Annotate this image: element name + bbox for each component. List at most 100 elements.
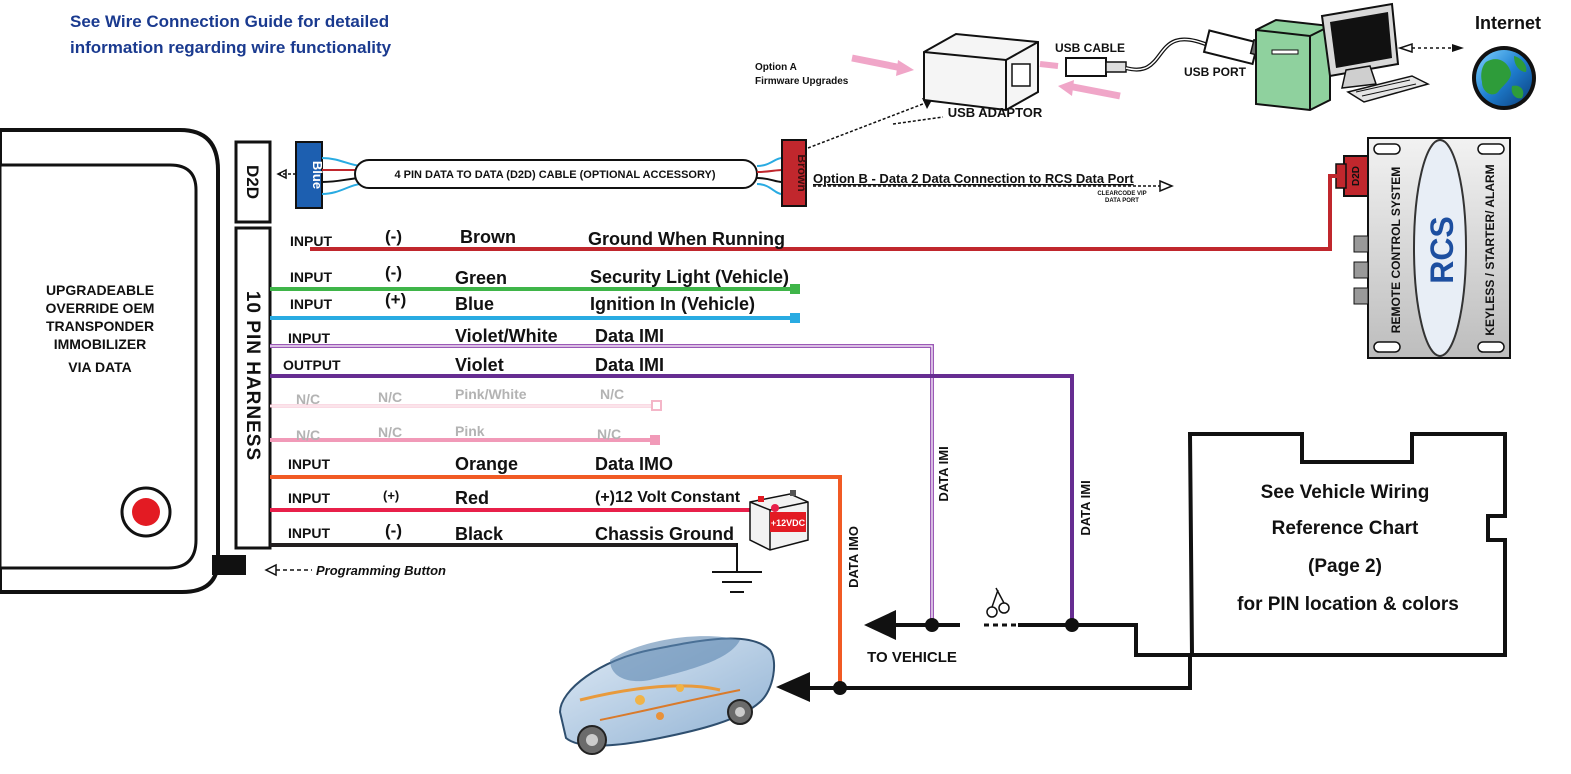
usb-adaptor: USB ADAPTOR bbox=[923, 32, 1043, 120]
wire-end-cap-2 bbox=[790, 284, 800, 294]
option-a-line1: Option A bbox=[755, 62, 797, 73]
wire-io-10: INPUT bbox=[288, 525, 330, 541]
option-b-label: Option B - Data 2 Data Connection to RCS… bbox=[813, 171, 1134, 186]
wire-color-6: Pink/White bbox=[455, 386, 527, 402]
reference-line2: Reference Chart bbox=[1272, 518, 1419, 539]
rcs-brand: REMOTE CONTROL SYSTEM bbox=[1389, 167, 1403, 333]
d2d-plug-blue-label: Blue bbox=[310, 161, 325, 189]
d2d-plug-blue bbox=[295, 141, 323, 209]
data-imo-label: DATA IMO bbox=[846, 526, 861, 588]
reference-box: See Vehicle Wiring Reference Chart (Page… bbox=[1187, 432, 1507, 657]
d2d-port-label: D2D bbox=[243, 165, 262, 199]
wire-function-1: Ground When Running bbox=[588, 229, 785, 249]
wire-io-1: INPUT bbox=[290, 233, 332, 249]
wire-polarity-6: N/C bbox=[378, 389, 402, 405]
wire-color-2: Green bbox=[455, 268, 507, 288]
wire-function-9: (+)12 Volt Constant bbox=[595, 489, 741, 506]
wire-io-4: INPUT bbox=[288, 330, 330, 346]
wire-io-5: OUTPUT bbox=[283, 357, 341, 373]
vehicle-arrow bbox=[776, 672, 810, 702]
wire-end-cap-3 bbox=[790, 313, 800, 323]
d2d-cable: Blue 4 PIN DATA TO DATA (D2D) CABLE (OPT… bbox=[276, 139, 809, 209]
battery-label: +12VDC bbox=[771, 518, 806, 528]
module-label-4: IMMOBILIZER bbox=[54, 336, 147, 352]
rcs-d2d-port: D2D bbox=[1335, 155, 1369, 197]
wire-color-4: Violet/White bbox=[455, 326, 558, 346]
wire-1 bbox=[310, 174, 1338, 251]
wire-io-6: N/C bbox=[296, 391, 320, 407]
usb-adaptor-label: USB ADAPTOR bbox=[948, 105, 1043, 120]
wire-polarity-2: (-) bbox=[385, 263, 402, 282]
wire-io-8: INPUT bbox=[288, 456, 330, 472]
harness-label: 10 PIN HARNESS bbox=[242, 291, 263, 461]
immobilizer-module: UPGRADEABLE OVERRIDE OEM TRANSPONDER IMM… bbox=[0, 128, 246, 594]
wire-color-9: Red bbox=[455, 488, 489, 508]
to-vehicle-label: TO VEHICLE bbox=[867, 649, 957, 666]
usb-port-label: USB PORT bbox=[1184, 65, 1247, 79]
module-label-2: OVERRIDE OEM bbox=[46, 300, 155, 316]
wire-function-2: Security Light (Vehicle) bbox=[590, 267, 789, 287]
programming-button-label: Programming Button bbox=[316, 563, 446, 578]
data-imi-label-1: DATA IMI bbox=[936, 446, 951, 501]
vehicle-wire-2 bbox=[1018, 623, 1192, 657]
rcs-module: RCS REMOTE CONTROL SYSTEM KEYLESS / STAR… bbox=[1353, 137, 1511, 359]
wire-color-3: Blue bbox=[455, 294, 494, 314]
clearcode-label-2: DATA PORT bbox=[1105, 198, 1139, 204]
wire-5 bbox=[270, 374, 1074, 626]
wire-polarity-9: (+) bbox=[383, 488, 399, 503]
wire-function-8: Data IMO bbox=[595, 454, 673, 474]
usb-cable-label: USB CABLE bbox=[1055, 41, 1125, 55]
module-label-5: VIA DATA bbox=[68, 359, 132, 375]
usb-plug-b bbox=[1065, 57, 1127, 77]
wire-io-9: INPUT bbox=[288, 490, 330, 506]
wire-color-8: Orange bbox=[455, 454, 518, 474]
wire-labels: INPUT (-) Brown Ground When Running INPU… bbox=[283, 227, 789, 544]
wire-end-cap-6 bbox=[651, 400, 662, 411]
wire-polarity-10: (-) bbox=[385, 521, 402, 540]
wire-io-3: INPUT bbox=[290, 296, 332, 312]
guide-note-line2: information regarding wire functionality bbox=[70, 38, 392, 57]
wire-polarity-7: N/C bbox=[378, 424, 402, 440]
cut-wire-icon bbox=[986, 587, 1010, 618]
rcs-features: KEYLESS / STARTER/ ALARM bbox=[1483, 164, 1497, 335]
to-vehicle-arrow bbox=[864, 610, 896, 640]
module-label-1: UPGRADEABLE bbox=[46, 282, 154, 298]
wire-8 bbox=[270, 475, 842, 688]
wire-polarity-1: (-) bbox=[385, 227, 402, 246]
wire-color-7: Pink bbox=[455, 423, 485, 439]
vehicle-wire-3 bbox=[810, 655, 1192, 690]
wire-function-3: Ignition In (Vehicle) bbox=[590, 294, 755, 314]
wire-4-stripe bbox=[270, 345, 933, 624]
wire-function-10: Chassis Ground bbox=[595, 524, 734, 544]
option-a-line2: Firmware Upgrades bbox=[755, 76, 849, 87]
junction-dot-1 bbox=[925, 618, 939, 632]
wire-function-6: N/C bbox=[600, 386, 624, 402]
internet-label: Internet bbox=[1475, 13, 1541, 33]
rcs-d2d-label: D2D bbox=[1351, 166, 1362, 186]
d2d-plug-brown-label: Brown bbox=[795, 154, 809, 191]
data-imi-label-2: DATA IMI bbox=[1078, 480, 1093, 535]
reference-line3: (Page 2) bbox=[1308, 556, 1382, 577]
computer bbox=[1255, 2, 1431, 112]
rcs-logo: RCS bbox=[1424, 216, 1460, 284]
module-label-3: TRANSPONDER bbox=[46, 318, 154, 334]
wire-function-5: Data IMI bbox=[595, 355, 664, 375]
wire-io-2: INPUT bbox=[290, 269, 332, 285]
d2d-cable-label: 4 PIN DATA TO DATA (D2D) CABLE (OPTIONAL… bbox=[394, 169, 715, 181]
wire-function-7: N/C bbox=[597, 426, 621, 442]
battery-icon: +12VDC bbox=[749, 490, 809, 551]
guide-note-line1: See Wire Connection Guide for detailed bbox=[70, 12, 389, 31]
wire-color-5: Violet bbox=[455, 355, 504, 375]
ground-icon bbox=[712, 543, 762, 593]
wire-function-4: Data IMI bbox=[595, 326, 664, 346]
wire-color-10: Black bbox=[455, 524, 504, 544]
wire-end-cap-7 bbox=[650, 435, 660, 445]
clearcode-label-1: CLEARCODE VIP bbox=[1097, 191, 1146, 197]
junction-dot-3 bbox=[833, 681, 847, 695]
vehicle-illustration bbox=[558, 636, 776, 755]
wire-polarity-3: (+) bbox=[385, 290, 406, 309]
reference-line4: for PIN location & colors bbox=[1237, 594, 1459, 615]
junction-dot-2 bbox=[1065, 618, 1079, 632]
